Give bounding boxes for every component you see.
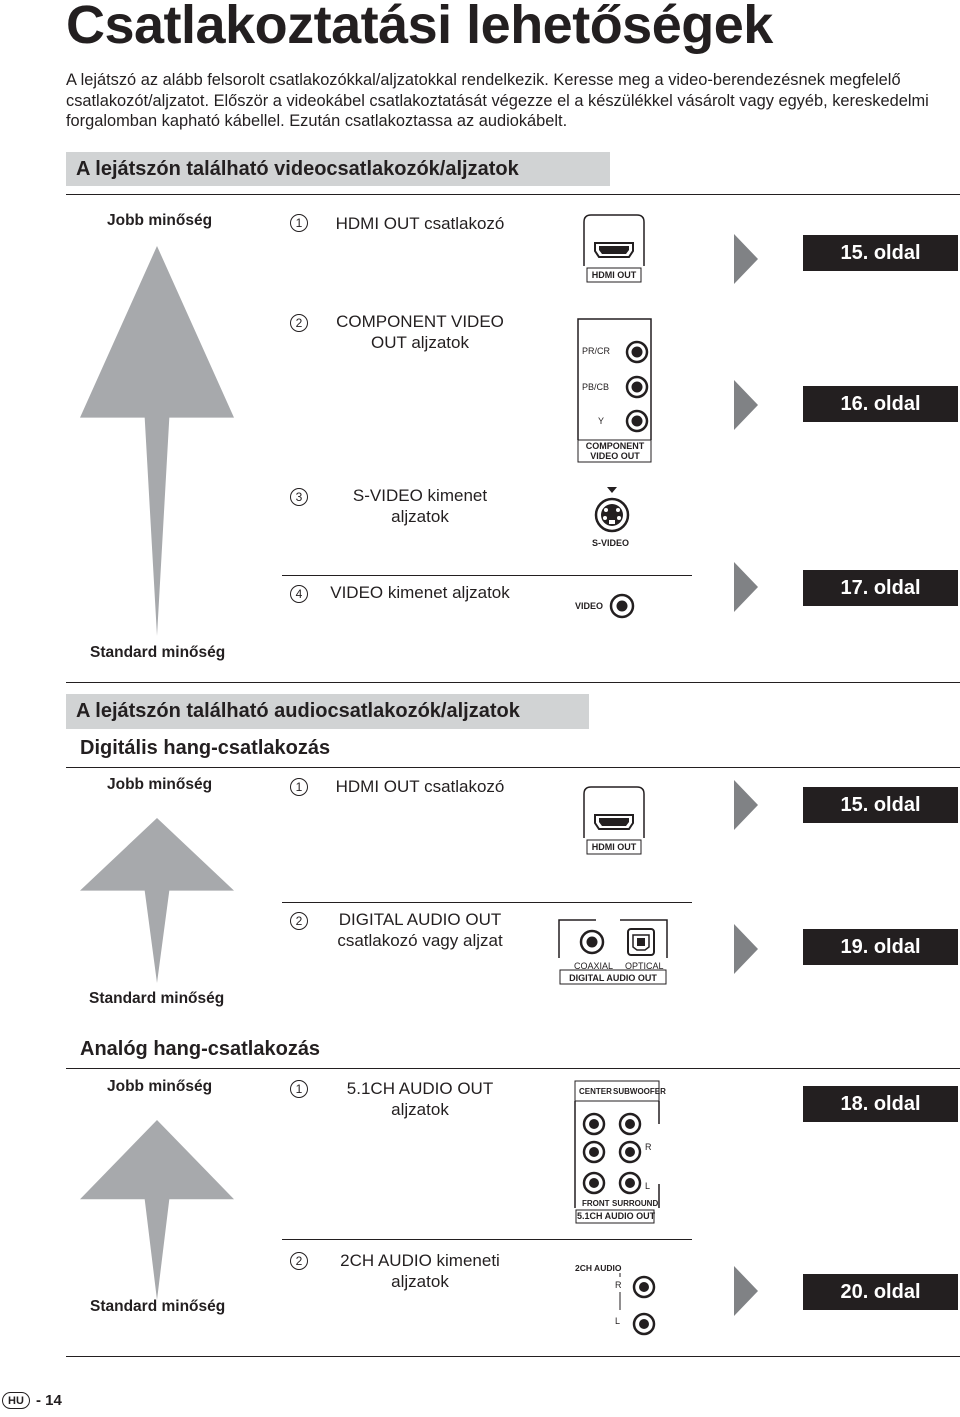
item-label: DIGITAL AUDIO OUT csatlakozó vagy aljzat (337, 910, 503, 950)
divider (66, 767, 960, 768)
surround-jacks-icon (574, 1080, 660, 1224)
audio-section-heading: A lejátszón található audiocsatlakozók/a… (66, 694, 589, 729)
quality-arrow-icon (80, 1120, 234, 1300)
jack-label: PR/CR (582, 346, 611, 356)
jack-label: HDMI OUT (591, 270, 637, 280)
jack-label: COAXIAL (574, 961, 614, 971)
better-quality-label: Jobb minőség (107, 776, 213, 793)
item-number: 1 (290, 1080, 308, 1098)
jack-label: FRONT (582, 1199, 610, 1208)
jack-label: PB/CB (582, 382, 610, 392)
chevron-right-icon (734, 562, 758, 612)
component-jacks-icon (577, 318, 652, 463)
jack-label: HDMI OUT (591, 842, 637, 852)
page-ref-badge: 18. oldal (803, 1086, 958, 1122)
item-number: 2 (290, 1252, 308, 1270)
better-quality-label: Jobb minőség (107, 1078, 213, 1095)
item-label: S-VIDEO kimenet aljzatok (352, 486, 488, 526)
jack-label: COMPONENT VIDEO OUT (585, 441, 645, 461)
divider (66, 682, 960, 683)
jack-label: OPTICAL (625, 961, 664, 971)
jack-label: VIDEO (575, 601, 604, 611)
page-ref-badge: 17. oldal (803, 570, 958, 606)
standard-quality-label: Standard minőség (90, 644, 226, 661)
jack-label: DIGITAL AUDIO OUT (569, 973, 657, 983)
chevron-right-icon (734, 1266, 758, 1316)
divider (282, 902, 692, 903)
item-label: COMPONENT VIDEO OUT aljzatok (336, 312, 504, 352)
item-number: 2 (290, 314, 308, 332)
item-number: 1 (290, 778, 308, 796)
standard-quality-label: Standard minőség (90, 1298, 226, 1315)
digital-audio-jacks-icon (558, 919, 668, 985)
chevron-right-icon (734, 380, 758, 430)
quality-arrow-icon (80, 246, 234, 636)
better-quality-label: Jobb minőség (107, 212, 213, 229)
divider (66, 1068, 960, 1069)
item-label: 5.1CH AUDIO OUT aljzatok (346, 1079, 494, 1119)
page-ref-badge: 15. oldal (803, 787, 958, 823)
chevron-right-icon (734, 780, 758, 830)
item-label: VIDEO kimenet aljzatok (330, 583, 510, 602)
page-number: - 14 (36, 1392, 62, 1409)
item-label: HDMI OUT csatlakozó (335, 777, 505, 796)
page-footer: HU - 14 (2, 1392, 62, 1409)
standard-quality-label: Standard minőség (89, 990, 225, 1007)
jack-label: R (615, 1280, 622, 1290)
quality-arrow-icon (80, 818, 234, 983)
chevron-right-icon (734, 924, 758, 974)
digital-audio-heading: Digitális hang-csatlakozás (80, 737, 331, 759)
item-label: 2CH AUDIO kimeneti aljzatok (340, 1251, 500, 1291)
hdmi-jack-icon (583, 786, 645, 855)
language-badge: HU (2, 1392, 30, 1409)
page-ref-badge: 20. oldal (803, 1274, 958, 1310)
jack-label: S-VIDEO (592, 538, 630, 548)
item-number: 4 (290, 585, 308, 603)
analog-audio-heading: Analóg hang-csatlakozás (80, 1038, 321, 1060)
item-number: 2 (290, 912, 308, 930)
intro-text: A lejátszó az alább felsorolt csatlakozó… (66, 71, 929, 130)
jack-label: L (645, 1181, 651, 1191)
stereo-jacks-icon (619, 1273, 656, 1336)
hdmi-jack-icon (583, 214, 645, 283)
video-jack-icon (609, 593, 635, 619)
jack-label: SUBWOOFER (613, 1087, 666, 1096)
s-video-jack-icon (594, 487, 630, 533)
jack-label: 2CH AUDIO (575, 1263, 622, 1273)
jack-label: 5.1CH AUDIO OUT (577, 1211, 656, 1221)
jack-label: R (645, 1142, 652, 1152)
jack-label: SURROUND (612, 1199, 659, 1208)
divider (66, 194, 960, 195)
page-ref-badge: 15. oldal (803, 235, 958, 271)
page-ref-badge: 19. oldal (803, 929, 958, 965)
divider (66, 1356, 960, 1357)
video-section-heading: A lejátszón található videocsatlakozók/a… (66, 152, 610, 186)
chevron-right-icon (734, 234, 758, 284)
jack-label: CENTER (579, 1087, 612, 1096)
page-ref-badge: 16. oldal (803, 386, 958, 422)
divider (282, 575, 692, 576)
item-number: 1 (290, 214, 308, 232)
page-title: Csatlakoztatási lehetőségek (66, 0, 773, 55)
jack-label: Y (598, 416, 605, 426)
item-number: 3 (290, 488, 308, 506)
item-label: HDMI OUT csatlakozó (335, 214, 505, 233)
divider (282, 1239, 692, 1240)
jack-label: L (615, 1316, 621, 1326)
